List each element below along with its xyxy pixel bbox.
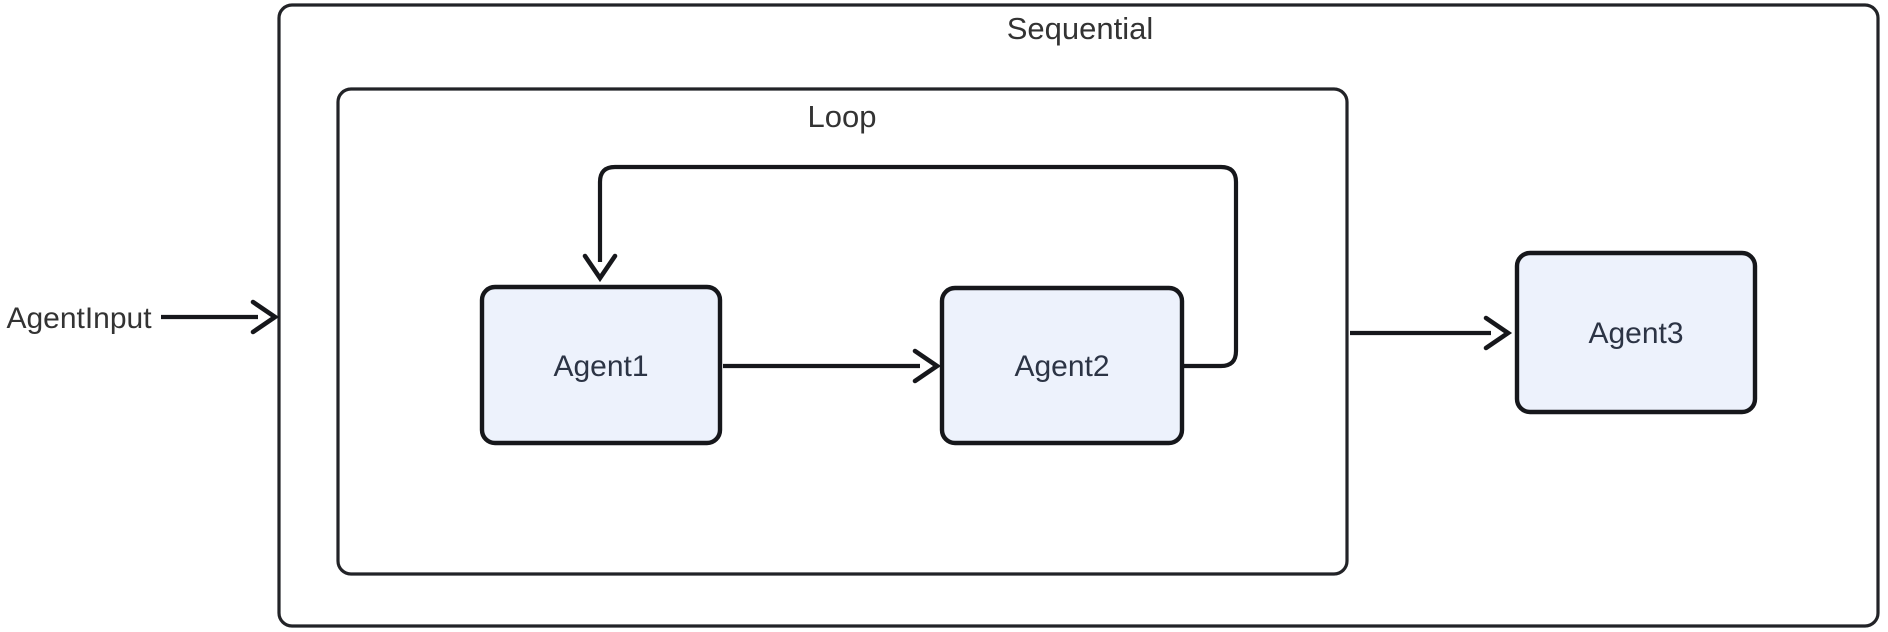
edge-loop-to-agent3 [1350,315,1513,351]
node-agent2-box [939,285,1185,446]
subgraph-sequential: Sequential [277,3,1880,628]
node-agent3-label: Agent3 [1588,317,1683,350]
subgraph-loop: Loop [336,87,1349,576]
agentinput-label: AgentInput [6,302,152,335]
node-agent1-label: Agent1 [553,350,648,383]
edge-agent1-to-agent2 [723,348,942,384]
node-agent3-box [1514,250,1758,415]
edge-loopback-arrowhead-icon [582,253,618,283]
edge-loopback-agent2-to-agent1 [582,164,1239,369]
edge-input-to-sequential [161,299,280,335]
edge-loop-agent3-arrowhead-icon [1483,315,1513,351]
edge-input-arrowhead-icon [250,299,280,335]
node-agent1-box [479,284,723,446]
loop-title: Loop [808,99,877,134]
node-agent1: Agent1 [479,284,723,446]
loop-container-box [336,87,1349,576]
edge-loopback-path [597,164,1239,369]
edge-agent1-agent2-arrowhead-icon [912,348,942,384]
sequential-container-box [277,3,1880,628]
node-agent3: Agent3 [1514,250,1758,415]
node-agent2: Agent2 [939,285,1185,446]
sequential-title: Sequential [1007,11,1154,46]
node-agent2-label: Agent2 [1014,350,1109,383]
